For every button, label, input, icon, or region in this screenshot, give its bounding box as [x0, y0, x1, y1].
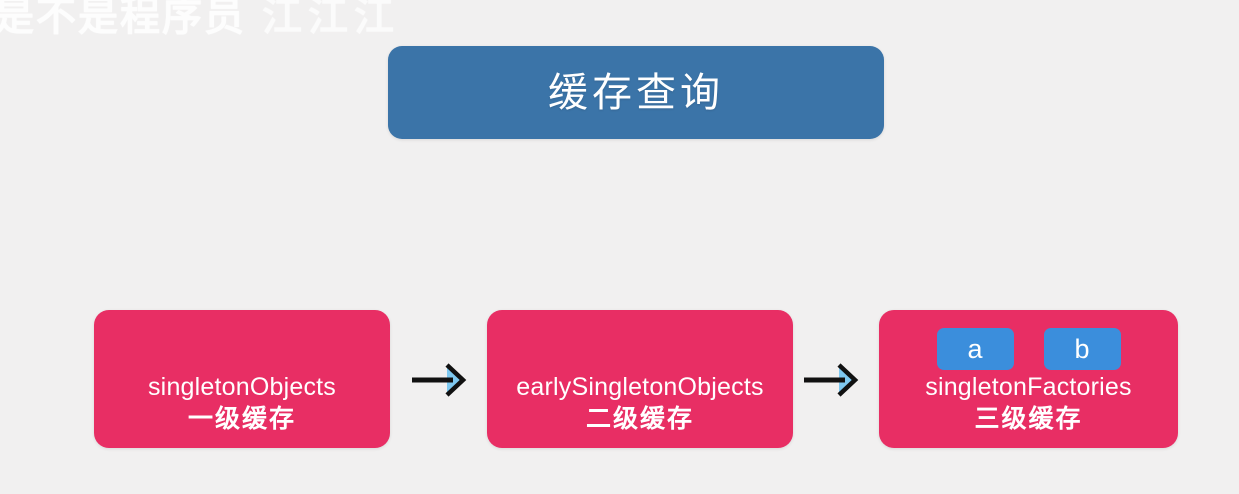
- arrow-level2-to-level3-icon: [799, 358, 861, 402]
- cache-box-english-label: singletonFactories: [925, 373, 1132, 401]
- cache-flow-row: singletonObjects 一级缓存 earlySingletonObje…: [0, 310, 1239, 450]
- bean-chip-b: b: [1043, 328, 1121, 370]
- watermark: 是不是程序员江江江: [0, 0, 400, 42]
- bean-chip-group: a b: [879, 328, 1178, 370]
- cache-box-early-singleton-objects: earlySingletonObjects 二级缓存: [487, 310, 793, 448]
- cache-box-chinese-label: 一级缓存: [187, 404, 296, 433]
- cache-box-chinese-label: 二级缓存: [585, 404, 694, 433]
- cache-box-chinese-label: 三级缓存: [974, 404, 1083, 433]
- cache-box-singleton-objects: singletonObjects 一级缓存: [94, 310, 390, 448]
- watermark-text: 是不是程序员: [0, 0, 246, 39]
- bean-chip-a: a: [936, 328, 1014, 370]
- cache-box-singleton-factories: a b singletonFactories 三级缓存: [879, 310, 1178, 448]
- cache-box-english-label: singletonObjects: [147, 373, 337, 401]
- title-banner: 缓存查询: [388, 46, 884, 139]
- page-title: 缓存查询: [548, 70, 724, 115]
- arrow-level1-to-level2-icon: [407, 358, 469, 402]
- cache-box-english-label: earlySingletonObjects: [516, 373, 764, 401]
- watermark-logo: 江江江: [262, 0, 400, 39]
